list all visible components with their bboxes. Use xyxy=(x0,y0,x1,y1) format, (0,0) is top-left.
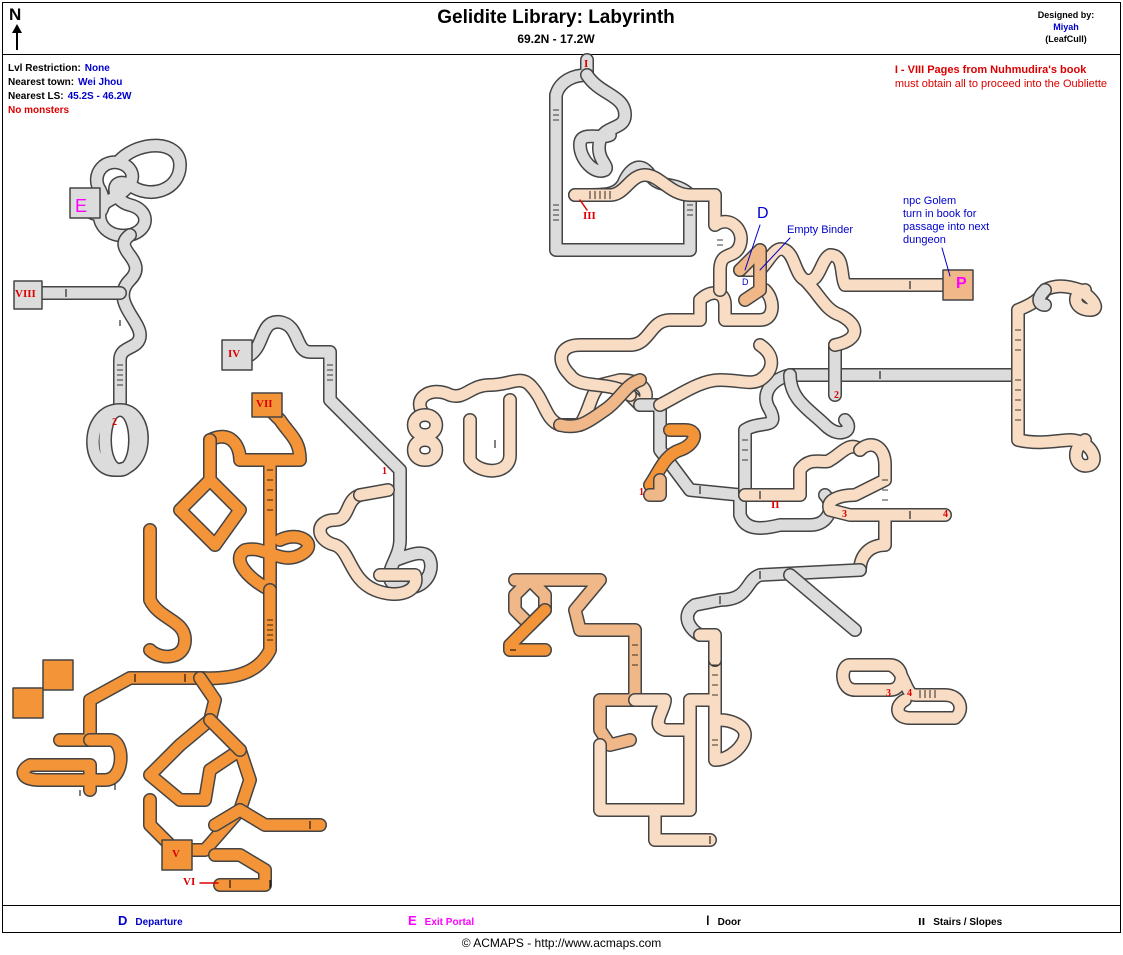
page-v-label: V xyxy=(172,848,180,860)
corridor-east-center xyxy=(680,438,968,725)
ls-value: 45.2S - 46.2W xyxy=(67,91,132,102)
designer-credit: Designed by: Miyah (LeafCull) xyxy=(1021,9,1111,45)
stairs-icon: ıı xyxy=(918,913,926,928)
iii-pointer xyxy=(579,199,588,211)
corridor-east xyxy=(1011,279,1103,473)
room-sw-lower xyxy=(12,687,44,719)
exit-portal-room xyxy=(69,187,101,219)
ls-label: Nearest LS: xyxy=(8,91,64,102)
stairs-1a-label: 1 xyxy=(382,466,387,477)
info-panel: Lvl Restriction:None Nearest town:Wei Jh… xyxy=(8,62,132,118)
golem-note-line-3: passage into next xyxy=(903,221,990,233)
legend-stairs-label: Stairs / Slopes xyxy=(933,917,1003,928)
map-frame xyxy=(2,2,1121,933)
corridor-peach-center xyxy=(406,283,1017,535)
stairs-4b-label: 4 xyxy=(907,688,912,699)
page-viii-room xyxy=(13,280,43,310)
designer-name: Miyah xyxy=(1053,22,1079,32)
corridor-gray-nw xyxy=(35,138,187,477)
door-icon: ǀ xyxy=(706,913,710,928)
pages-title: Pages from Nuhmudira's book xyxy=(927,64,1087,76)
page-viii-label: VIII xyxy=(15,288,36,300)
page-iv-room xyxy=(221,339,253,371)
page-vi-label: VI xyxy=(183,876,196,888)
stairs-3b-label: 3 xyxy=(886,688,891,699)
north-compass: N xyxy=(8,5,26,51)
corridor-north xyxy=(549,53,952,352)
stair-markers xyxy=(117,109,1021,746)
stairs-1b-label: 1 xyxy=(639,487,644,498)
legend-bar: D Departure E Exit Portal ǀ Door ıı Stairs /… xyxy=(0,907,1123,931)
legend-exit-label: Exit Portal xyxy=(424,917,475,928)
page-ii-label: II xyxy=(771,499,780,511)
golem-note-line-1: npc Golem xyxy=(903,195,957,207)
page-vii-label: VII xyxy=(256,398,273,410)
north-arrow-icon xyxy=(12,24,22,50)
legend-stairs: ıı Stairs / Slopes xyxy=(918,913,1002,928)
stairs-3a-label: 3 xyxy=(842,509,847,520)
binder-pointer xyxy=(744,224,791,271)
departure-marker: D xyxy=(757,205,769,222)
designer-label: Designed by: xyxy=(1037,10,1095,20)
legend-exit: E Exit Portal xyxy=(408,913,474,928)
exit-portal-icon: E xyxy=(408,913,417,928)
lvl-value: None xyxy=(84,63,110,74)
pages-range: I - VIII xyxy=(894,64,925,76)
golem-note: npc Golem turn in book for passage into … xyxy=(903,195,989,247)
stairs-4a-label: 4 xyxy=(943,509,948,520)
stairs-2a-label: 2 xyxy=(112,417,117,428)
golem-note-line-2: turn in book for xyxy=(903,208,977,220)
map-title: Gelidite Library: Labyrinth xyxy=(437,7,675,28)
pages-key: I - VIII Pages from Nuhmudira's book mus… xyxy=(895,63,1107,91)
page-i-label: I xyxy=(584,58,589,70)
golem-pointer xyxy=(941,247,951,277)
door-markers xyxy=(65,281,911,888)
north-label: N xyxy=(9,5,22,24)
corridor-south xyxy=(503,573,752,847)
corridor-gray-center xyxy=(243,315,438,595)
page-v-room xyxy=(161,839,193,871)
designer-handle: (LeafCull) xyxy=(1045,34,1087,44)
departure-small-marker: D xyxy=(742,277,749,287)
corridor-orange-sw xyxy=(16,403,327,892)
page-iii-label: III xyxy=(583,210,596,222)
room-sw-upper xyxy=(42,659,74,691)
departure-icon: D xyxy=(118,913,128,928)
stairs-2b-label: 2 xyxy=(834,390,839,401)
lvl-label: Lvl Restriction: xyxy=(8,63,81,74)
empty-binder-note: Empty Binder xyxy=(787,224,854,236)
legend-door: ǀ Door xyxy=(706,913,741,928)
golem-note-line-4: dungeon xyxy=(903,234,946,246)
page-vii-room xyxy=(251,392,283,418)
town-label: Nearest town: xyxy=(8,77,75,88)
footer-divider xyxy=(2,905,1121,906)
page-iv-label: IV xyxy=(228,348,241,360)
legend-departure: D Departure xyxy=(118,913,183,928)
pages-note: must obtain all to proceed into the Oubl… xyxy=(894,78,1107,90)
legend-departure-label: Departure xyxy=(135,917,183,928)
legend-door-label: Door xyxy=(717,917,741,928)
map-coordinates: 69.2N - 17.2W xyxy=(517,32,595,46)
monsters-note: No monsters xyxy=(8,105,70,116)
golem-room xyxy=(942,269,974,301)
copyright-footer: © ACMAPS - http://www.acmaps.com xyxy=(461,936,662,950)
golem-marker: P xyxy=(956,275,967,292)
exit-portal-marker: E xyxy=(75,196,88,216)
header-divider xyxy=(2,54,1121,55)
town-value: Wei Jhou xyxy=(78,77,123,88)
